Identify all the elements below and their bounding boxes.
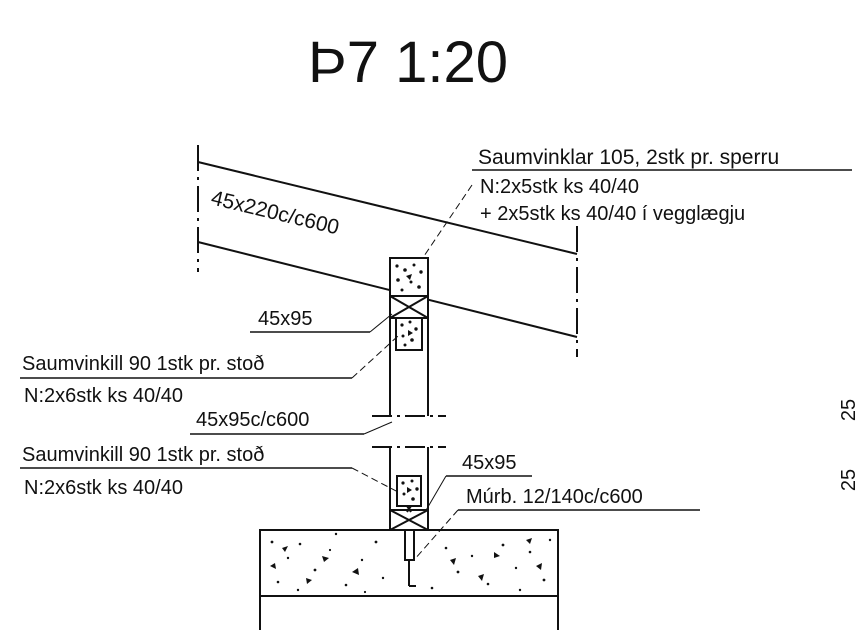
bottom-plate-callout: 45x95 xyxy=(424,452,532,513)
dimension-text-2: 25 xyxy=(838,469,858,491)
lower-stud-bracket xyxy=(396,475,422,507)
rafter xyxy=(197,145,578,357)
rafter-callout: Saumvinklar 105, 2stk pr. sperru N:2x5st… xyxy=(419,146,852,263)
top-bracket-line2: N:2x6stk ks 40/40 xyxy=(24,385,183,407)
stud-callout: 45x95c/c600 xyxy=(190,409,393,435)
anchor-bolt xyxy=(404,505,416,587)
rafter-callout-line2: N:2x5stk ks 40/40 xyxy=(480,176,639,198)
concrete-hatch xyxy=(270,532,552,594)
bottom-bracket-callout: Saumvinkill 90 1stk pr. stoð N:2x6stk ks… xyxy=(20,444,399,499)
stud-label: 45x95c/c600 xyxy=(196,409,309,431)
top-bracket-title: Saumvinkill 90 1stk pr. stoð xyxy=(22,353,264,375)
rafter-top-edge xyxy=(197,161,578,255)
anchor-callout: Múrb. 12/140c/c600 xyxy=(413,486,700,561)
bottom-plate xyxy=(389,509,429,531)
rafter-callout-leader xyxy=(419,184,473,263)
upper-stud-bracket xyxy=(395,317,423,351)
top-plate-callout: 45x95 xyxy=(250,308,393,333)
dimension-text-1: 25 xyxy=(838,399,858,421)
drawing-title: Þ7 1:20 xyxy=(308,30,508,95)
top-plate xyxy=(389,295,429,319)
rafter-callout-line3: + 2x5stk ks 40/40 í vegglægju xyxy=(480,203,745,225)
top-bracket-callout: Saumvinkill 90 1stk pr. stoð N:2x6stk ks… xyxy=(20,335,399,407)
bottom-plate-label: 45x95 xyxy=(462,452,517,474)
rafter-label: 45x220c/c600 xyxy=(209,186,342,239)
stud xyxy=(372,318,446,510)
top-plate-label: 45x95 xyxy=(258,308,313,330)
anchor-label: Múrb. 12/140c/c600 xyxy=(466,486,643,508)
rafter-bottom-edge xyxy=(197,241,578,338)
bottom-bracket-line2: N:2x6stk ks 40/40 xyxy=(24,477,183,499)
bottom-bracket-title: Saumvinkill 90 1stk pr. stoð xyxy=(22,444,264,466)
top-rafter-bracket xyxy=(389,257,429,297)
rafter-callout-title: Saumvinklar 105, 2stk pr. sperru xyxy=(478,146,779,169)
